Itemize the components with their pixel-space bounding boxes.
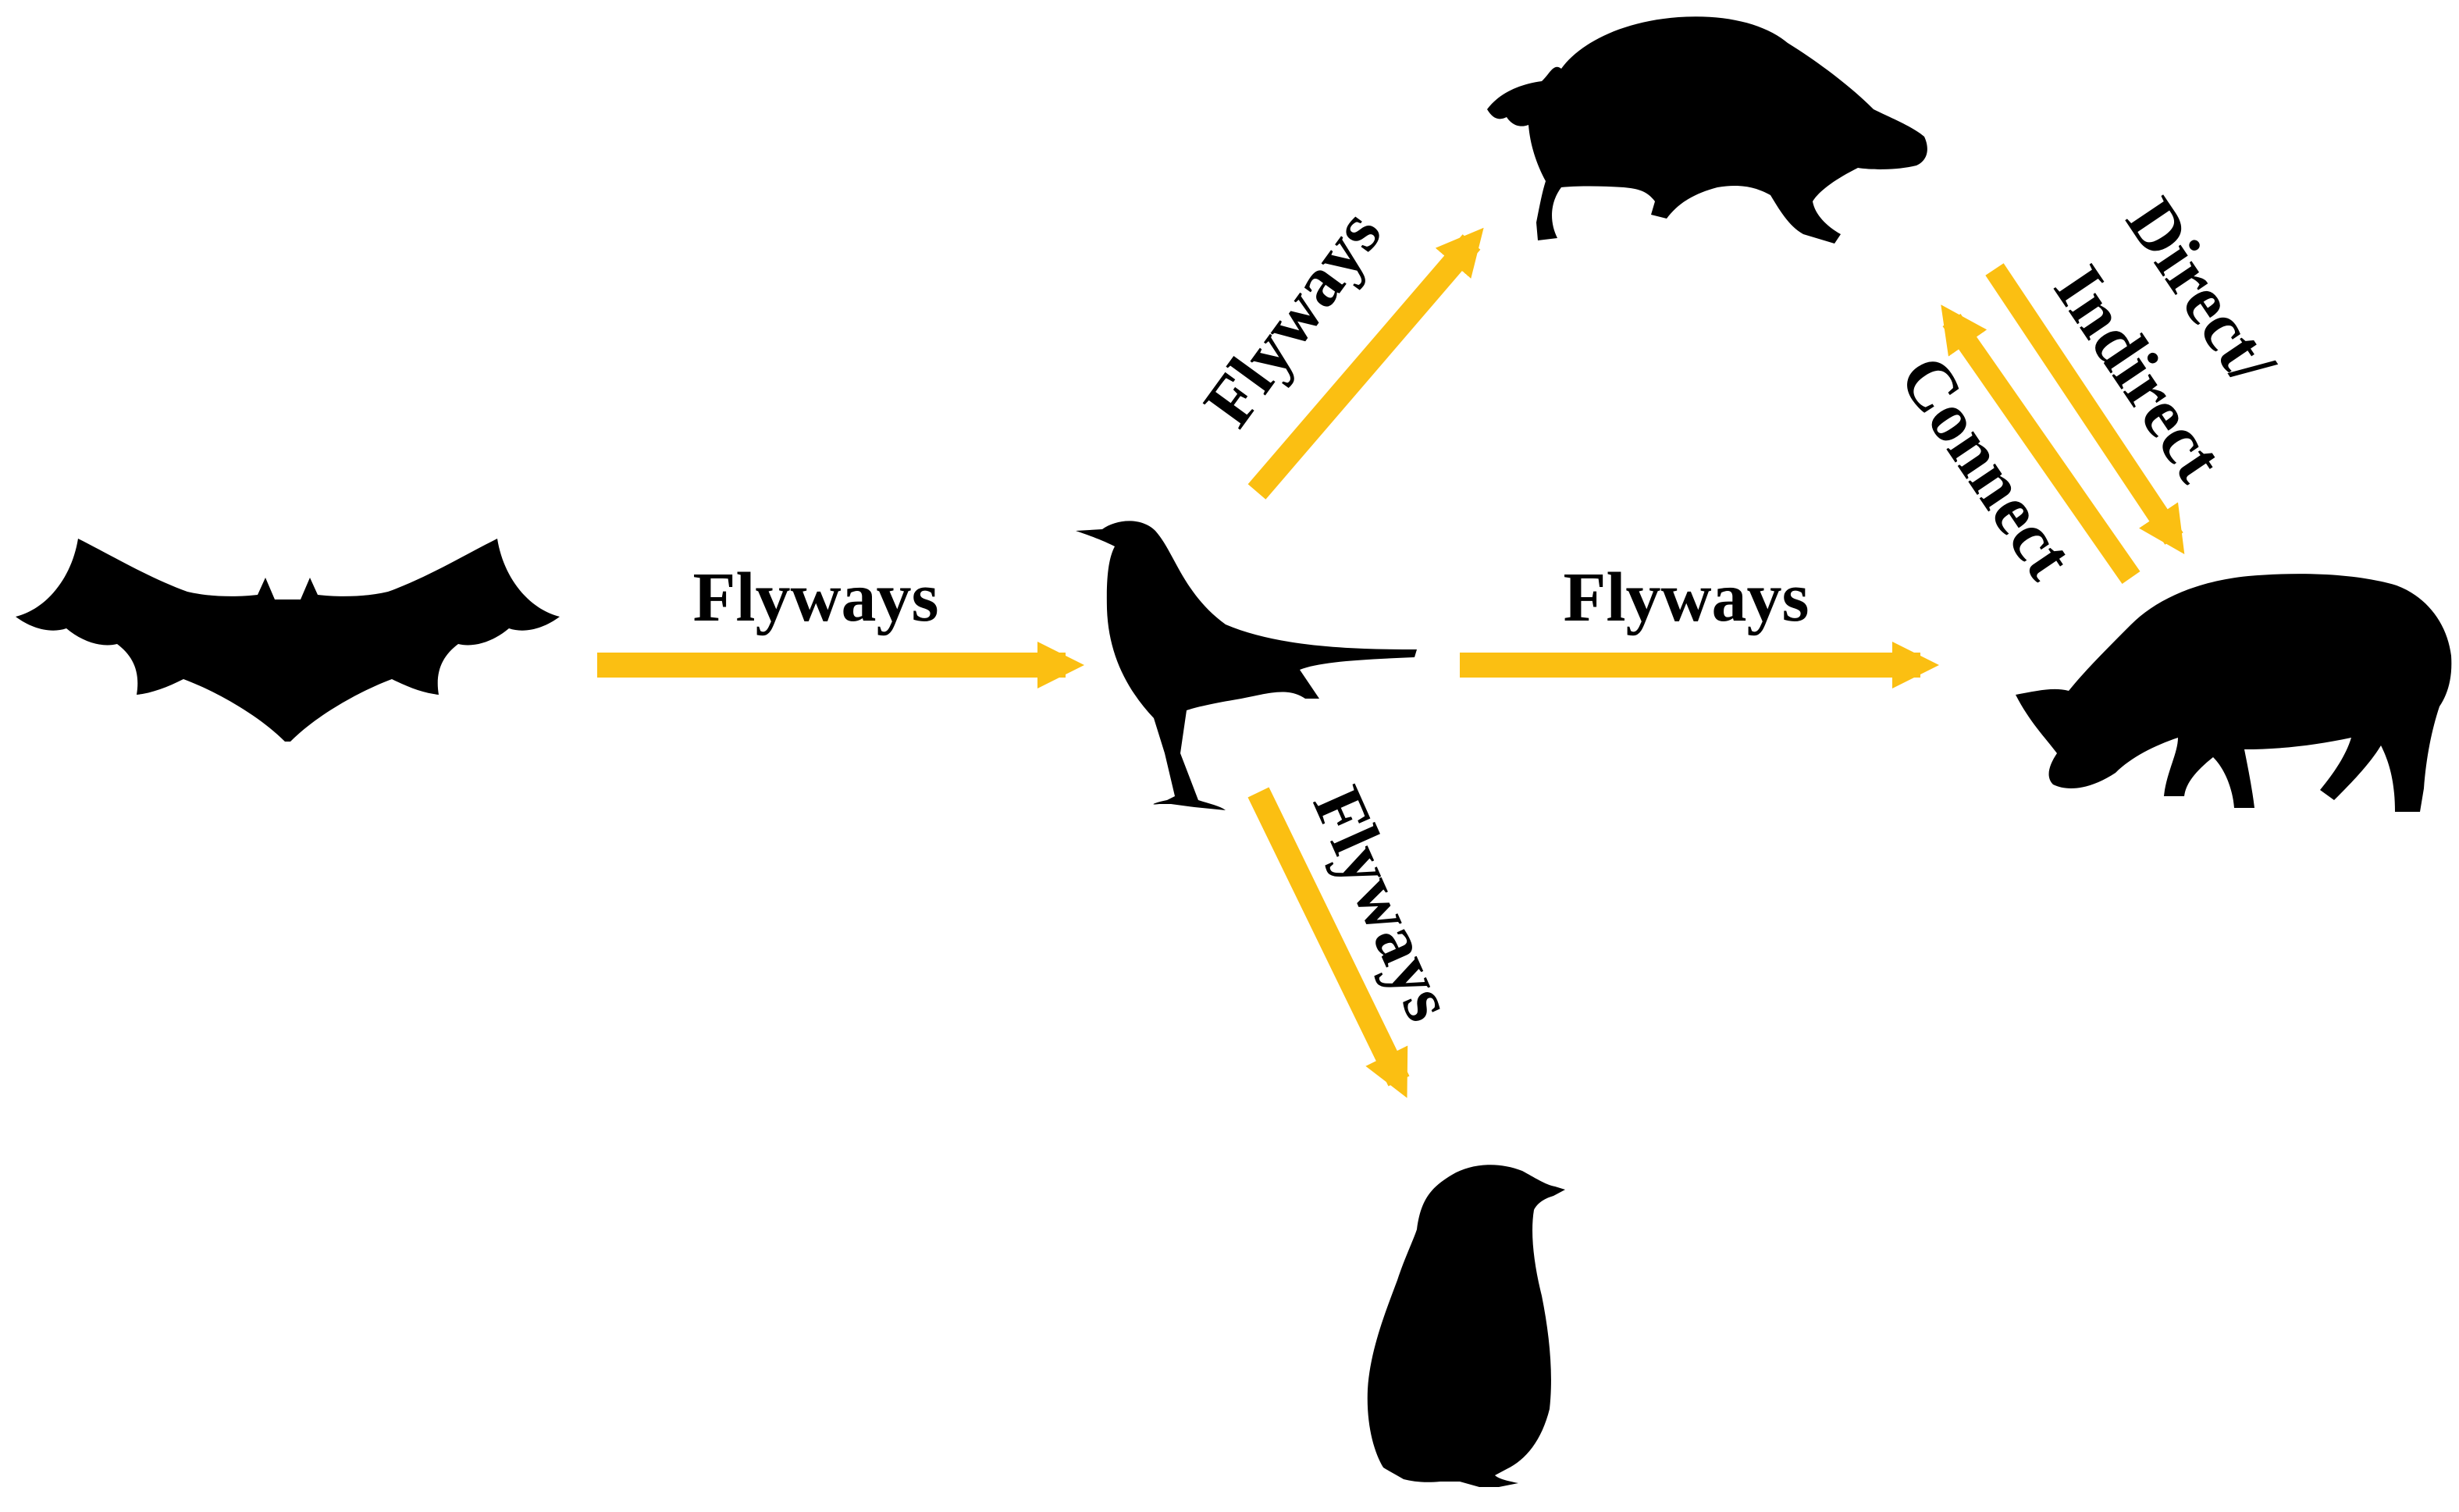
arrows [597,227,2185,1098]
arrow-boar-to-pig [1985,263,2185,554]
penguin-icon [1367,1165,1565,1487]
label-bird-to-pig: Flyways [1564,559,1810,636]
arrow-bird-to-boar [1247,227,1484,500]
arrow-bird-to-penguin [1247,787,1410,1098]
bird-icon [1076,521,1417,810]
label-bat-to-bird: Flyways [693,559,939,636]
bat-icon [16,539,560,742]
edge-labels: Flyways Flyways Flyways Flyways Direct/ … [693,185,2291,1032]
pig-icon [2016,574,2452,812]
wild-boar-icon [1487,16,1927,244]
arrow-pig-to-boar [1941,304,2141,585]
label-bird-to-boar: Flyways [1190,196,1397,440]
